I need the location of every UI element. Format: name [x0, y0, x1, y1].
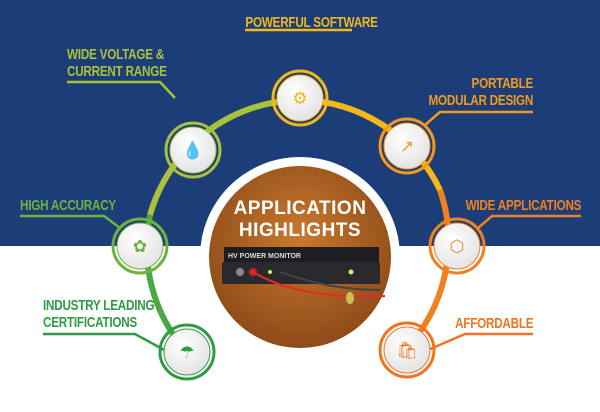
feature-label-affordable: AFFORDABLE	[454, 315, 533, 332]
device-image	[222, 262, 380, 284]
label-line: MODULAR DESIGN	[428, 92, 533, 109]
center-title-line1: APPLICATION	[233, 198, 367, 219]
center-title-line2: HIGHLIGHTS	[238, 220, 362, 241]
feature-node: 🛍	[378, 321, 436, 379]
feature-node: ✿	[111, 217, 169, 275]
head-gears-icon: ⚙	[292, 89, 307, 109]
hexagon-network-icon: ⬡	[450, 237, 465, 257]
feature-label-high-accuracy: HIGH ACCURACY	[20, 197, 116, 214]
feature-node: ↗	[378, 117, 436, 175]
plant-bulb-icon: ✿	[133, 237, 147, 257]
device-label: HV POWER MONITOR	[228, 253, 301, 260]
label-line: INDUSTRY LEADING	[43, 297, 155, 314]
feature-label-wide-applications: WIDE APPLICATIONS	[465, 197, 581, 214]
shopping-bag-icon: 🛍	[396, 341, 418, 361]
label-line: WIDE VOLTAGE &	[67, 46, 165, 63]
center-title: APPLICATION HIGHLIGHTS	[200, 198, 400, 242]
water-drop-leaf-icon: 💧	[182, 140, 203, 161]
feature-label-portable: PORTABLE MODULAR DESIGN	[428, 75, 533, 109]
feature-node: ☂	[158, 323, 216, 381]
feature-node: 💧	[164, 121, 222, 179]
growth-chart-icon: ↗	[400, 137, 414, 157]
label-line: PORTABLE	[471, 75, 533, 92]
cloud-rain-icon: ☂	[179, 343, 194, 363]
label-line: CURRENT RANGE	[67, 63, 167, 80]
label-line: CERTIFICATIONS	[43, 314, 138, 331]
feature-label-wide-voltage: WIDE VOLTAGE & CURRENT RANGE	[67, 46, 167, 80]
feature-node: ⬡	[428, 217, 486, 275]
feature-label-certifications: INDUSTRY LEADING CERTIFICATIONS	[43, 297, 155, 331]
feature-label-powerful-software: POWERFUL SOFTWARE	[245, 14, 378, 31]
feature-node: ⚙	[271, 69, 329, 127]
